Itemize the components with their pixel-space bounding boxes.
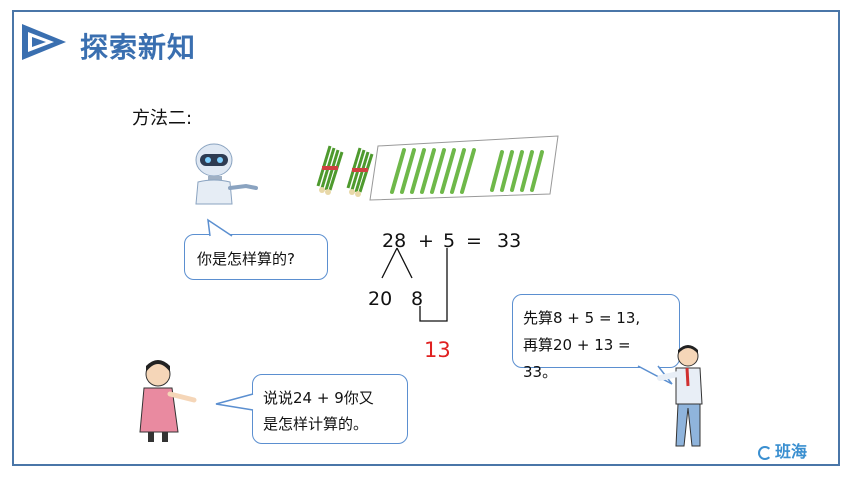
addend-28: 28 [382, 230, 407, 252]
boy-speech-bubble: 先算8 + 5 = 13, 再算20 + 13 = 33。 [512, 294, 680, 381]
girl-speech-line-2: 是怎样计算的。 [263, 415, 369, 433]
bubble-tail [215, 393, 254, 411]
plus-sign: + [418, 230, 434, 252]
boy-icon [657, 345, 703, 447]
partial-sum-13: 13 [424, 338, 451, 362]
banhai-logo-icon [758, 445, 772, 460]
equals-sign: = [466, 230, 482, 252]
slide-frame [12, 10, 840, 466]
logo-text: 班海 [775, 442, 808, 461]
sum-result: 33 [497, 230, 522, 252]
method-label: 方法二: [132, 108, 193, 129]
addend-5: 5 [443, 230, 456, 252]
boy-speech-line-2: 再算20 + 13 = 33。 [523, 336, 631, 381]
girl-speech-bubble: 说说24 + 9你又 是怎样计算的。 [252, 374, 408, 444]
robot-speech-bubble: 你是怎样算的? [184, 234, 328, 280]
split-20: 20 [368, 288, 393, 310]
girl-icon [139, 360, 197, 442]
girl-speech-line-1: 说说24 + 9你又 [263, 389, 374, 407]
arrow-logo-icon [22, 24, 66, 60]
decomposition-lines [381, 247, 448, 322]
robot-speech-text: 你是怎样算的? [197, 250, 295, 268]
split-8: 8 [411, 288, 424, 310]
page-title: 探索新知 [80, 31, 197, 64]
bubble-tail [207, 218, 233, 237]
boy-speech-line-1: 先算8 + 5 = 13, [523, 309, 641, 327]
counting-sticks-icon [316, 135, 559, 201]
banhai-logo: 班海 [758, 438, 807, 462]
robot-icon [195, 143, 258, 205]
